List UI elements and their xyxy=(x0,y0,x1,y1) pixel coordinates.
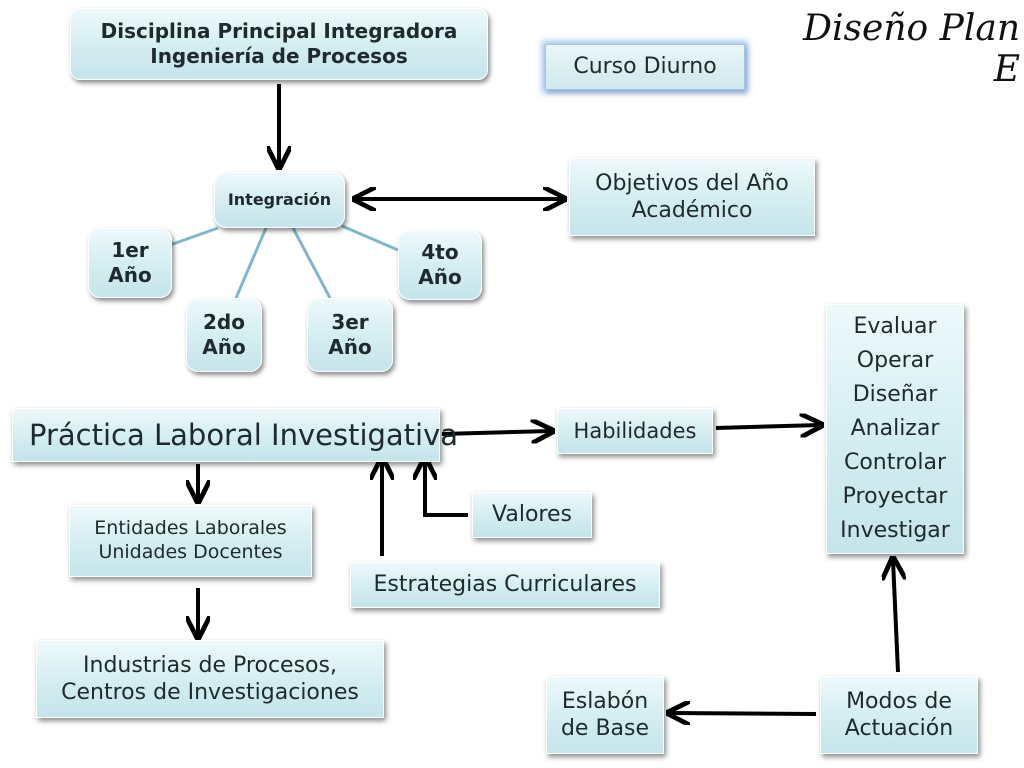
node-practica-label: Práctica Laboral Investigativa xyxy=(29,417,459,452)
node-integracion: Integración xyxy=(214,172,345,228)
node-anio3-line-1: 3er xyxy=(331,310,369,334)
node-industrias-line-1: Industrias de Procesos, xyxy=(83,652,337,678)
node-evaluar-item: Investigar xyxy=(840,518,950,544)
node-curso-label: Curso Diurno xyxy=(573,54,717,80)
node-anio4-line-2: Año xyxy=(418,265,462,289)
node-objetivos: Objetivos del Año Académico xyxy=(569,158,815,236)
node-anio2-line-1: 2do xyxy=(203,310,245,334)
node-modos-line-2: Actuación xyxy=(844,716,954,741)
node-modos-line-1: Modos de xyxy=(846,688,952,714)
node-anio1: 1er Año xyxy=(88,228,172,298)
node-integracion-label: Integración xyxy=(227,190,332,209)
node-valores-label: Valores xyxy=(492,502,572,528)
node-curso: Curso Diurno xyxy=(545,44,745,90)
node-evaluar-item: Controlar xyxy=(843,450,947,476)
node-habilidades: Habilidades xyxy=(557,408,713,454)
diagram-title: Diseño Plan E xyxy=(803,8,1020,90)
node-industrias-line-2: Centros de Investigaciones xyxy=(61,680,359,705)
node-disciplina-line-2: Ingeniería de Procesos xyxy=(150,44,408,68)
node-anio4-line-1: 4to xyxy=(421,240,459,264)
node-anio3-line-2: Año xyxy=(328,335,372,359)
connector-anio3 xyxy=(291,227,332,299)
node-estrategias-label: Estrategias Curriculares xyxy=(373,572,637,598)
node-objetivos-line-1: Objetivos del Año xyxy=(595,170,789,196)
connector-anio2 xyxy=(234,227,268,299)
node-anio2-line-2: Año xyxy=(202,335,246,359)
node-evaluar-item: Analizar xyxy=(850,415,940,441)
connector-anio1 xyxy=(169,226,219,247)
node-anio3: 3er Año xyxy=(307,298,393,372)
node-eslabon-line-2: de Base xyxy=(560,716,650,741)
node-disciplina: Disciplina Principal Integradora Ingenie… xyxy=(70,8,488,80)
node-estrategias: Estrategias Curriculares xyxy=(350,562,660,608)
node-entidades-line-2: Unidades Docentes xyxy=(98,541,283,563)
node-entidades-line-1: Entidades Laborales xyxy=(94,517,287,540)
node-anio1-line-2: Año xyxy=(108,263,152,287)
connector-anio4 xyxy=(341,224,399,252)
node-evaluar-item: Evaluar xyxy=(853,313,937,339)
node-anio4: 4to Año xyxy=(398,230,482,300)
node-evaluar-item: Proyectar xyxy=(842,484,948,510)
year-connectors xyxy=(169,224,399,299)
node-objetivos-line-2: Académico xyxy=(631,198,753,223)
node-evaluar-item: Diseñar xyxy=(852,381,938,407)
node-eslabon: Eslabón de Base xyxy=(546,676,664,754)
node-entidades: Entidades Laborales Unidades Docentes xyxy=(69,505,312,577)
node-anio1-line-1: 1er xyxy=(111,238,149,262)
arrow-modos-evaluar xyxy=(893,560,898,673)
node-evaluar-item: Operar xyxy=(856,347,934,373)
node-evaluar: Evaluar Operar Diseñar Analizar Controla… xyxy=(826,304,964,554)
arrows xyxy=(198,84,898,714)
node-modos: Modos de Actuación xyxy=(820,676,978,754)
node-anio2: 2do Año xyxy=(186,298,262,372)
node-disciplina-line-1: Disciplina Principal Integradora xyxy=(100,19,458,43)
arrow-modos-eslabon xyxy=(670,713,817,714)
node-valores: Valores xyxy=(472,492,592,538)
node-eslabon-line-1: Eslabón xyxy=(561,688,649,714)
node-habilidades-label: Habilidades xyxy=(573,418,697,443)
arrow-habilidades-evaluar xyxy=(715,425,820,428)
arrow-valores-practica xyxy=(425,460,468,517)
arrow-practica-habilidades xyxy=(441,431,551,434)
node-industrias: Industrias de Procesos, Centros de Inves… xyxy=(36,640,384,718)
node-practica: Práctica Laboral Investigativa xyxy=(12,408,458,462)
